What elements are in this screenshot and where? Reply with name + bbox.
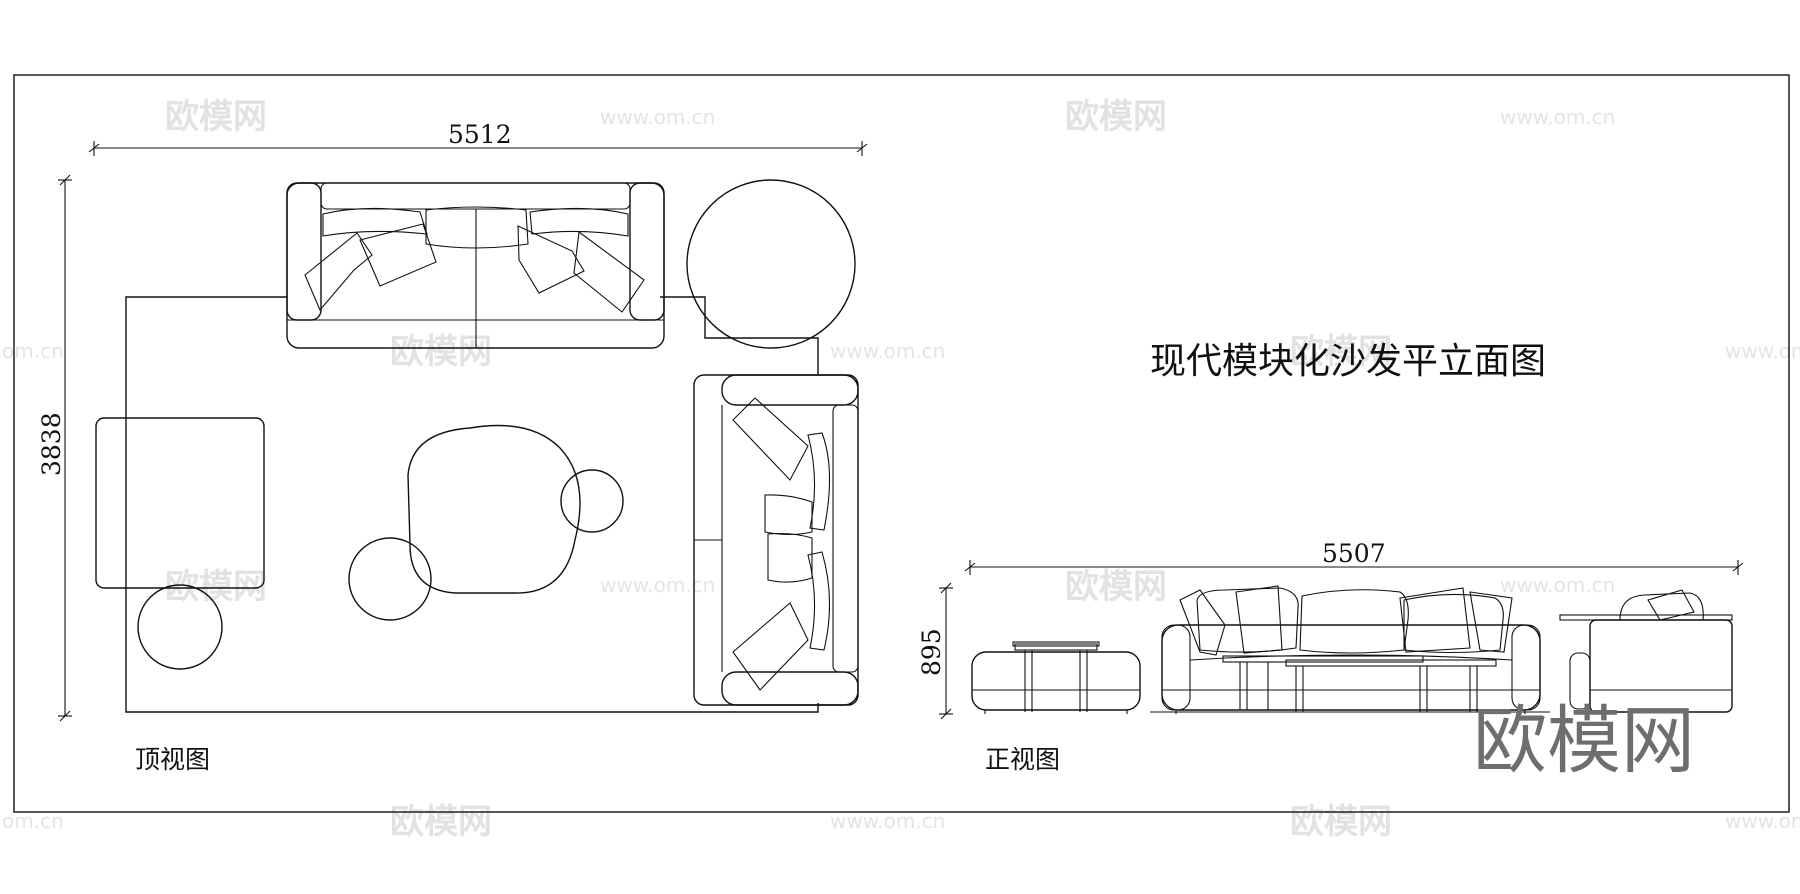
watermark-brand: 欧模网	[1290, 332, 1392, 372]
top-view-label: 顶视图	[135, 745, 210, 774]
top-view-depth-dimension: 3838	[37, 174, 72, 722]
top-view-depth-value: 3838	[37, 412, 66, 476]
drawing-frame	[13, 74, 1790, 813]
watermark-url: www.om.cn	[1725, 809, 1800, 833]
coffee-table	[407, 424, 581, 594]
top-view-back-sofa	[286, 182, 665, 349]
watermark-url: www.om.cn	[830, 809, 945, 833]
top-view-width-dimension: 5512	[88, 120, 868, 156]
watermark-url: www.om.cn	[1500, 573, 1615, 597]
watermark-brand: 欧模网	[1290, 802, 1392, 842]
front-view-coffee-table	[1222, 655, 1497, 712]
top-view-width-value: 5512	[448, 120, 512, 149]
rug-outline	[125, 296, 819, 713]
watermark-brand: 欧模网	[165, 567, 267, 607]
watermark-url: www.om.cn	[600, 105, 715, 129]
watermark-brand: 欧模网	[1065, 567, 1167, 607]
front-view-armchair	[1559, 589, 1733, 713]
top-view-armchair	[95, 417, 265, 589]
front-view-label: 正视图	[985, 745, 1060, 774]
front-view-height-dimension: 895	[917, 582, 953, 720]
watermark-layer: 欧模网 www.om.cn 欧模网 www.om.cn om.cn 欧模网 ww…	[2, 97, 1800, 842]
watermark-url: www.om.cn	[1500, 105, 1615, 129]
watermark-url-partial: om.cn	[2, 339, 64, 363]
drawing-title: 现代模块化沙发平立面图	[1150, 341, 1546, 382]
front-view-sofa	[1161, 585, 1541, 714]
watermark-brand: 欧模网	[1065, 97, 1167, 137]
top-view: 5512 3838	[37, 120, 868, 774]
watermark-brand: 欧模网	[390, 802, 492, 842]
round-side-table	[686, 179, 856, 349]
front-view: 5507 895	[917, 539, 1744, 774]
front-view-ottoman	[971, 641, 1141, 714]
watermark-brand: 欧模网	[165, 97, 267, 137]
small-side-table	[137, 584, 223, 670]
front-view-width-dimension: 5507	[964, 539, 1744, 575]
round-stool-right	[560, 469, 624, 533]
watermark-url-partial: om.cn	[2, 809, 64, 833]
top-view-chaise-sofa	[693, 374, 859, 706]
round-stool-left	[348, 537, 432, 621]
watermark-url: www.om.cn	[830, 339, 945, 363]
watermark-brand: 欧模网	[390, 332, 492, 372]
brand-logo-mark: 欧模网	[1473, 698, 1695, 784]
watermark-url: www.om.cn	[1725, 339, 1800, 363]
front-view-width-value: 5507	[1322, 539, 1386, 568]
front-view-height-value: 895	[917, 628, 946, 676]
watermark-url: www.om.cn	[600, 573, 715, 597]
